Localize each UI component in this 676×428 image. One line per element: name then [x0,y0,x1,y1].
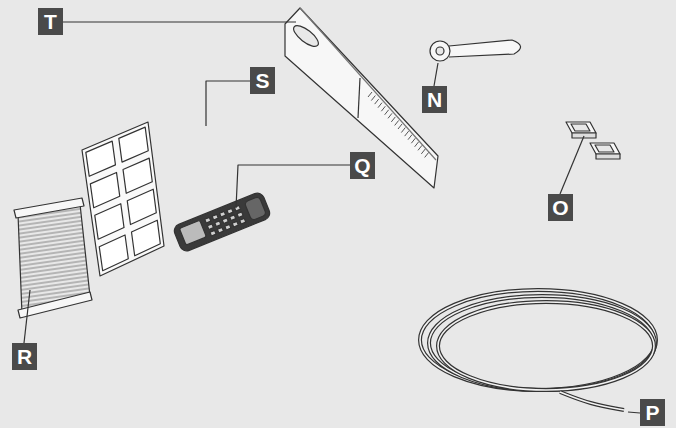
remote-key [222,218,228,224]
panel-ridge [385,110,389,115]
panel-ridge [411,138,415,143]
panel-ridge [391,117,395,122]
window-panel [285,8,438,188]
panel-ridge [378,103,382,108]
filter-cell [86,141,116,176]
hose-end [560,392,624,410]
remote-key [215,221,221,227]
remote-key [230,215,236,221]
hose-coil [420,290,656,390]
hose-coil [420,290,656,390]
hose-end [560,392,624,410]
foam-pads [566,122,620,159]
filter-cell [95,204,124,240]
hose-coil [438,302,654,390]
remote-key [234,205,240,211]
drain-hose [420,290,656,410]
strap-ring [430,40,521,61]
callout-letter: S [250,67,275,94]
filter-cell [119,127,148,162]
remote-key [225,224,231,230]
filter-cell [123,158,152,193]
callout-letter: Q [350,152,375,179]
hose-coil [429,296,655,390]
remote-key [220,211,226,217]
callout-letter: R [12,343,37,370]
panel-ridge [421,149,425,154]
remote-control [172,191,271,253]
leader-lines [24,22,640,413]
callout-letter: O [548,194,573,221]
panel-ridge [398,124,402,129]
filter-cell [99,235,128,271]
remote-key [212,214,218,220]
panel-ridge [395,120,399,125]
filter-cell [127,189,156,224]
panel-ridge [425,152,429,157]
panel-ridge [381,106,385,111]
panel-ridge [401,128,405,133]
remote-key [217,227,223,233]
remote-key [227,208,233,214]
panel-ridge [371,96,375,101]
callout-letter: P [640,399,665,426]
callout-letter: N [422,86,447,113]
remote-key [207,224,213,230]
callout-letter: T [38,8,63,35]
panel-ridge [375,99,379,104]
hose-coil [438,302,654,390]
panel-ridge [368,92,372,97]
remote-key [240,218,246,224]
remote-key [237,212,243,218]
remote-key [232,221,238,227]
panel-ridge [388,113,392,118]
remote-key [210,230,216,236]
filter-frame [82,122,164,276]
hose-coil [429,296,655,390]
filter-cell [131,220,160,256]
panel-ridge [408,135,412,140]
panel-ridge [405,131,409,136]
remote-key [205,217,211,223]
filter-cell [90,172,119,207]
panel-ridge [415,142,419,147]
panel-ridge [418,145,422,150]
pleated-screen [14,198,92,318]
